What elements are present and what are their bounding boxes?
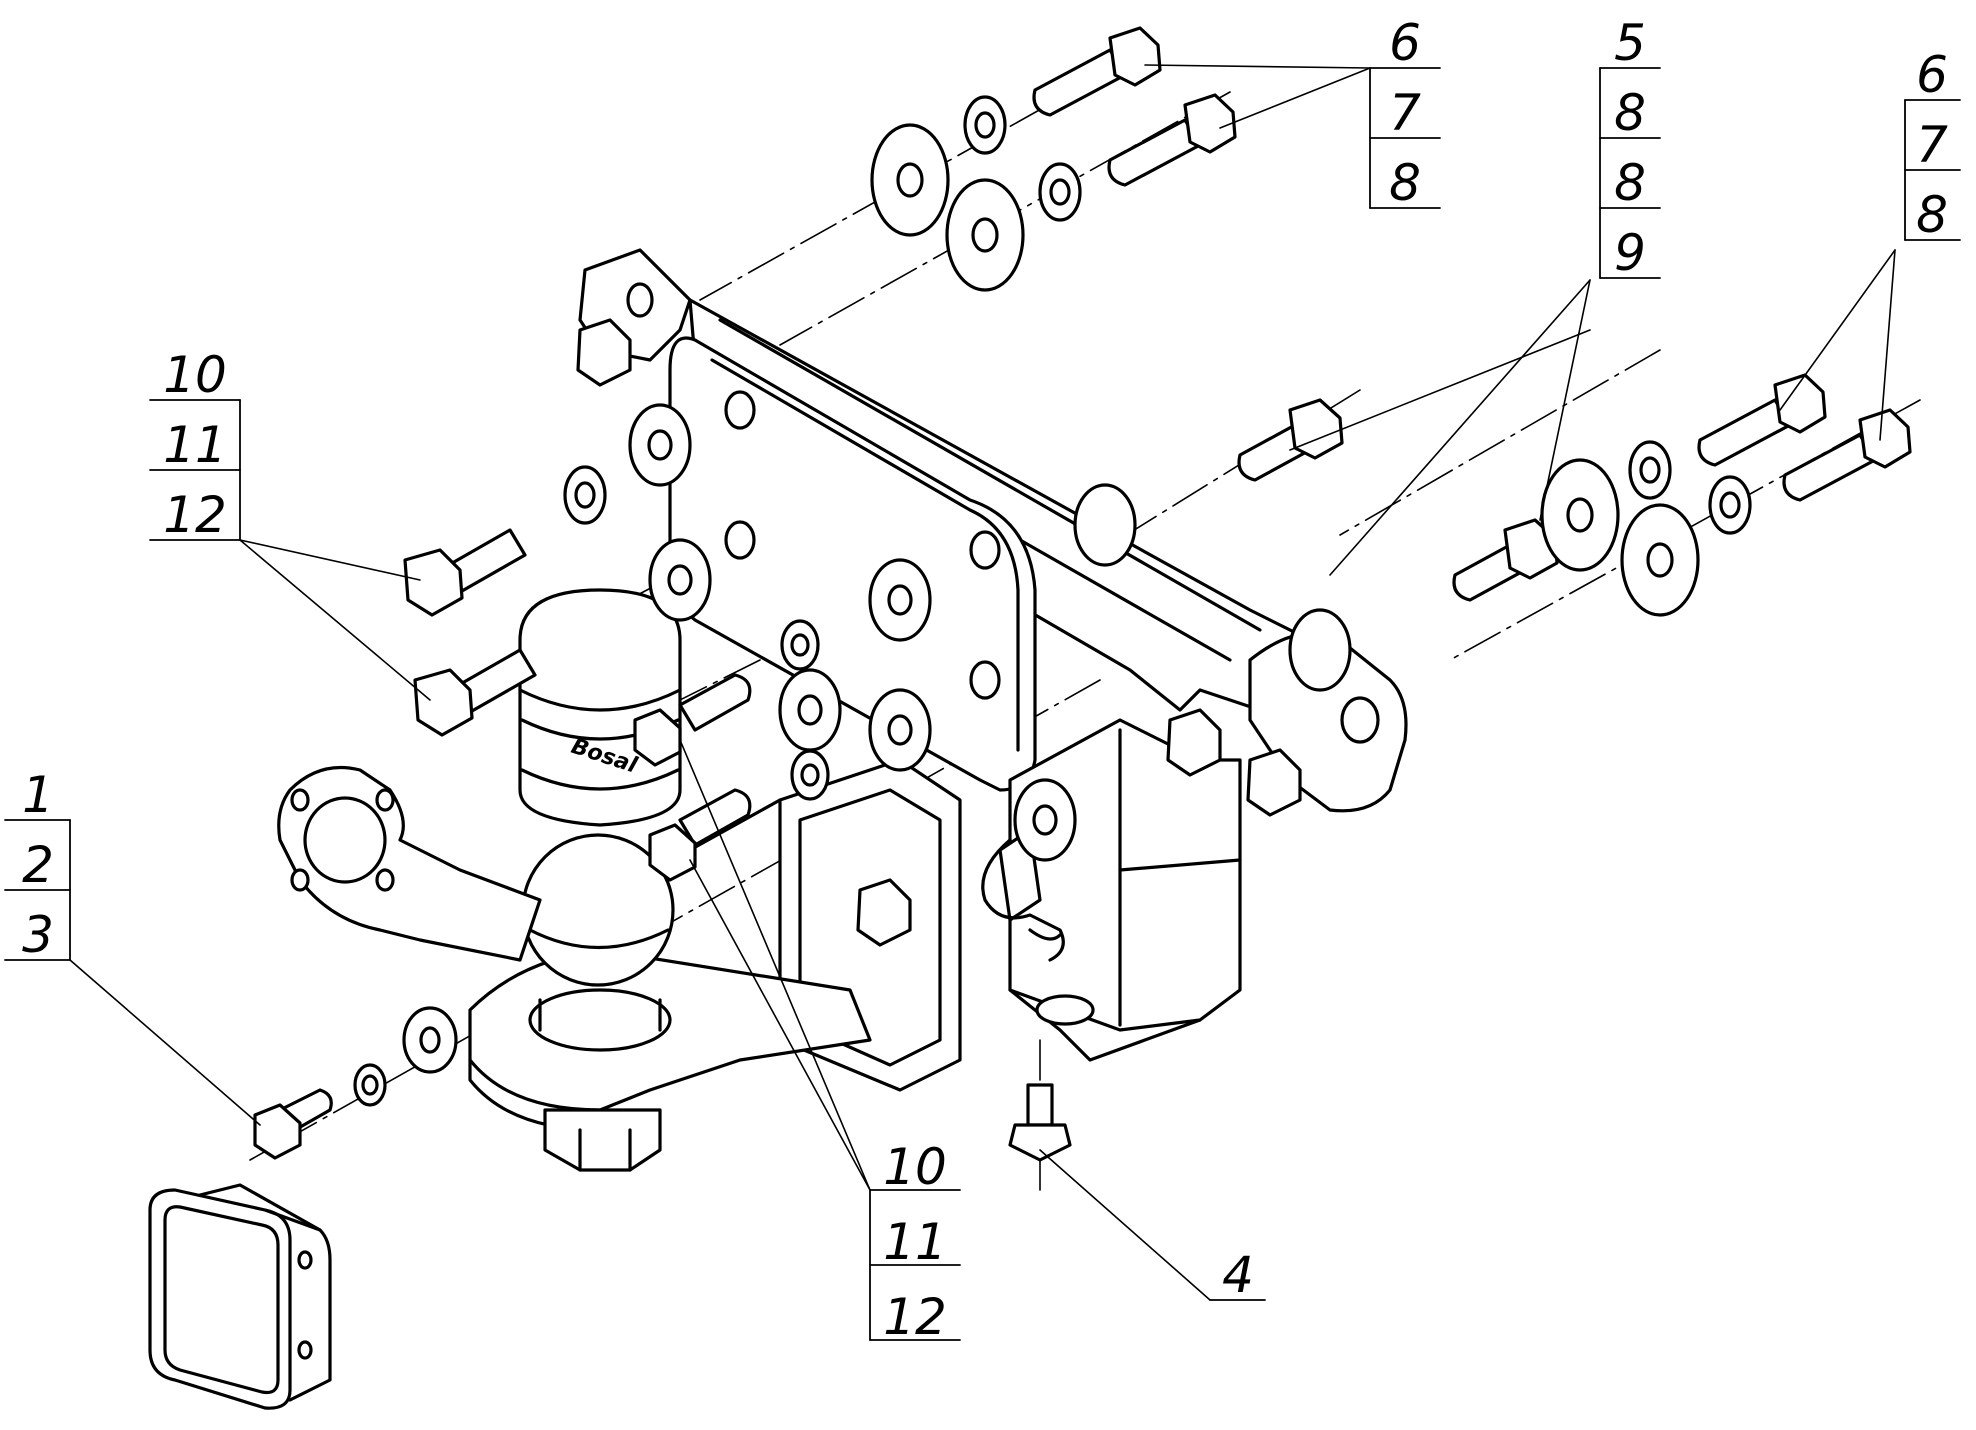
- callout-label: 10: [163, 346, 227, 404]
- bolts: [253, 26, 1912, 1162]
- callout-label: 7: [1916, 116, 1948, 174]
- ball-mount: [468, 833, 872, 1172]
- callout-label: 11: [883, 1213, 947, 1271]
- callout-label: 10: [883, 1138, 947, 1196]
- callout-label: 3: [22, 906, 54, 964]
- callout-label: 9: [1614, 224, 1646, 282]
- hitch-frame: [578, 248, 1408, 1092]
- callout-label: 7: [1389, 84, 1421, 142]
- spring-clip: [981, 838, 1065, 962]
- callout-label: 5: [1614, 14, 1646, 72]
- callout-label: 8: [1614, 84, 1646, 142]
- callout-label: 1: [22, 766, 54, 824]
- callout-label: 12: [163, 486, 227, 544]
- callout-label: 2: [22, 836, 54, 894]
- callout-label: 8: [1389, 154, 1421, 212]
- socket-plate: [277, 765, 542, 962]
- ball-cover: [518, 588, 682, 827]
- callout-label: 8: [1916, 186, 1948, 244]
- callout-label: 4: [1222, 1246, 1254, 1304]
- receiver-cap: [148, 1183, 332, 1410]
- callout-label: 11: [163, 416, 227, 474]
- leader-lines: [69, 64, 1896, 1301]
- washers: [353, 95, 1752, 1107]
- callout-label: 8: [1614, 154, 1646, 212]
- callout-label: 12: [883, 1288, 947, 1346]
- callout-label: 6: [1916, 46, 1948, 104]
- callout-frames: [4, 67, 1961, 1341]
- callout-label: 6: [1389, 14, 1421, 72]
